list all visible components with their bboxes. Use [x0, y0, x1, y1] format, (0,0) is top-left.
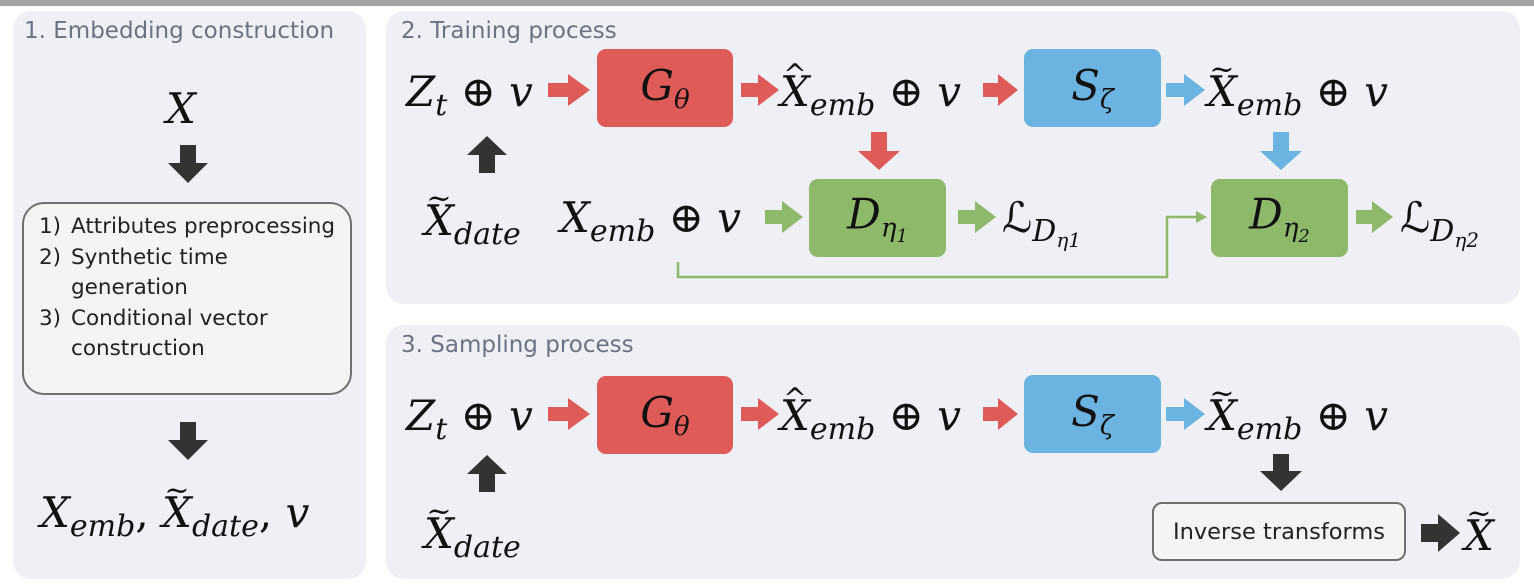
step-3: 3)Conditional vector construction	[39, 305, 268, 362]
step-1: 1)Attributes preprocessing	[39, 214, 336, 239]
arrow-up-date-train	[467, 136, 507, 173]
math-xhat-emb-v-sample: Xemb ⊕ v	[780, 385, 961, 445]
arrow-down-to-inverse	[1260, 454, 1302, 491]
arrow-s-to-xtilde-train	[1166, 74, 1205, 106]
math-x-input: X	[166, 84, 196, 133]
step-2: 2)Synthetic time generation	[39, 244, 228, 301]
arrow-xhat-to-s-train	[983, 74, 1018, 106]
math-xtilde-date-train: Xdate	[424, 184, 521, 250]
arrow-inverse-to-output	[1421, 514, 1460, 552]
arrow-xemb-to-d1	[765, 201, 803, 233]
supervisor-box-sample: Sζ	[1024, 375, 1161, 453]
generator-box-sample: Gθ	[597, 376, 733, 454]
discriminator-1-box: Dη1	[809, 179, 946, 257]
arrow-down-to-d2	[1260, 132, 1302, 170]
discriminator-2-box: Dη2	[1211, 179, 1348, 257]
steps-box: 1)Attributes preprocessing 2)Synthetic t…	[22, 202, 352, 395]
math-xtilde-emb-v-train: Xemb ⊕ v	[1207, 55, 1388, 121]
math-loss-d2: ℒDη2	[1400, 193, 1480, 252]
math-embedding-output: Xemb, Xdate, v	[40, 476, 309, 542]
arrow-s-to-xtilde-sample	[1166, 398, 1205, 430]
math-xtilde-date-sample: Xdate	[424, 497, 521, 563]
arrow-g-to-xhat-train	[741, 74, 779, 106]
math-z-v-sample: Zt ⊕ v	[406, 391, 533, 447]
connector-head-d2	[1196, 211, 1207, 223]
inverse-transforms-label: Inverse transforms	[1172, 518, 1386, 545]
arrow-z-to-g-sample	[548, 398, 590, 430]
math-xtilde-output: X	[1464, 499, 1494, 557]
arrow-xhat-to-s-sample	[983, 398, 1018, 430]
math-xtilde-emb-v-sample: Xemb ⊕ v	[1207, 379, 1388, 445]
math-xemb-v-real: Xemb ⊕ v	[560, 193, 741, 249]
top-bar	[0, 0, 1534, 6]
panel-embedding-title: 1. Embedding construction	[24, 18, 335, 44]
arrow-down-x	[168, 145, 208, 183]
arrow-d2-to-loss2	[1356, 201, 1393, 233]
inverse-transforms-box: Inverse transforms	[1152, 502, 1406, 561]
arrow-down-to-d1	[858, 132, 900, 170]
math-xhat-emb-v-train: Xemb ⊕ v	[780, 61, 961, 121]
connector-xemb-to-d2	[676, 215, 1198, 279]
math-loss-d1: ℒDη1	[1002, 193, 1082, 252]
arrow-down-steps	[168, 422, 208, 460]
panel-sampling-title: 3. Sampling process	[401, 332, 634, 358]
supervisor-box-train: Sζ	[1024, 49, 1161, 127]
arrow-z-to-g-train	[548, 74, 590, 106]
generator-box-train: Gθ	[597, 49, 733, 127]
panel-training-title: 2. Training process	[401, 18, 617, 44]
arrow-d1-to-loss1	[958, 201, 996, 233]
arrow-up-date-sample	[467, 455, 507, 492]
arrow-g-to-xhat-sample	[741, 398, 779, 430]
math-z-v-train: Zt ⊕ v	[406, 67, 533, 123]
